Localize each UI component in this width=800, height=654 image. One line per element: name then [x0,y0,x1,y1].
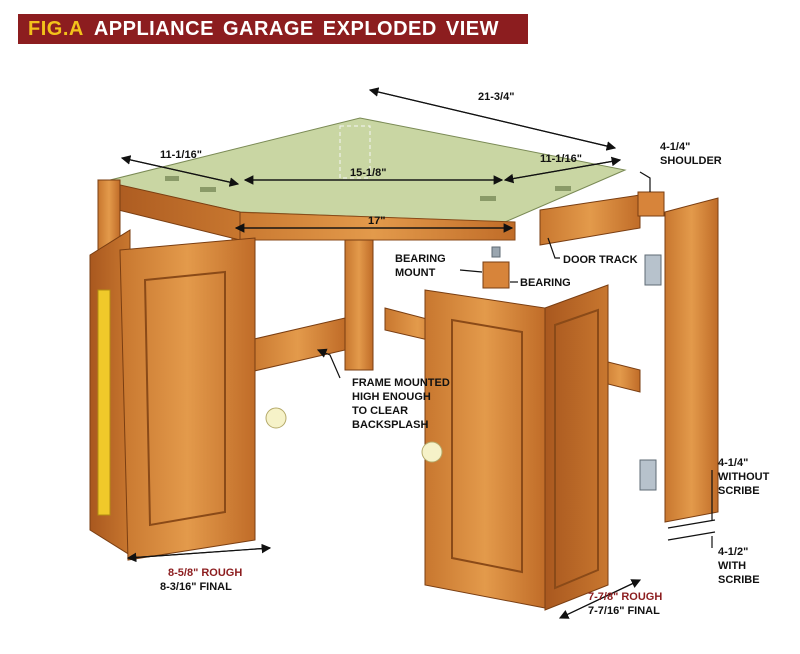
right-door-side [544,284,609,611]
dim-inner-span: 15-1/8" [350,167,386,179]
dim-left-depth: 11-1/16" [160,149,202,161]
figure-title-bar: FIG.A APPLIANCE GARAGE EXPLODED VIEW [18,14,528,44]
callout-frame-l1: FRAME MOUNTED [352,377,450,389]
dim-shoulder-label: SHOULDER [660,155,722,167]
dim-with-scribe-l1: WITH [718,560,746,572]
dim-left-door-rough: 8-5/8" ROUGH [168,567,242,579]
callout-frame-l3: TO CLEAR [352,405,408,417]
hinge-upper-icon [644,254,662,286]
door-track-block [539,191,665,246]
dim-without-scribe-l2: SCRIBE [718,485,760,497]
left-door [89,229,256,561]
callout-frame-l4: BACKSPLASH [352,419,428,431]
dim-right-door-rough: 7-7/8" ROUGH [588,591,662,603]
figure-title: APPLIANCE GARAGE EXPLODED VIEW [93,17,499,40]
dim-left-door-final: 8-3/16" FINAL [160,581,232,593]
dimension-lines [120,87,716,619]
callout-labels: DOOR TRACK BEARING MOUNT BEARING FRAME M… [352,253,638,431]
right-door-knob [421,441,443,463]
callout-bearing: BEARING [520,277,571,289]
dim-front-edge: 17" [368,215,385,227]
right-door-front [424,289,546,609]
dim-top-width: 21-3/4" [478,91,514,103]
left-door-knob [265,407,287,429]
right-side-panel [664,197,719,523]
callout-door-track: DOOR TRACK [563,254,638,266]
dim-with-scribe-value: 4-1/2" [718,546,748,558]
dim-with-scribe-l2: SCRIBE [718,574,760,586]
dim-shoulder-value: 4-1/4" [660,141,690,153]
callout-bearing-mount-l2: MOUNT [395,267,436,279]
dim-right-door-final: 7-7/16" FINAL [588,605,660,617]
callout-frame-l2: HIGH ENOUGH [352,391,431,403]
support-frame [249,239,374,373]
callout-bearing-mount-l1: BEARING [395,253,446,265]
dimension-labels: 21-3/4" 11-1/16" 11-1/16" 15-1/8" 17" 4-… [160,91,770,617]
dim-without-scribe-value: 4-1/4" [718,457,748,469]
figure-number: FIG.A [28,17,84,40]
dim-right-depth: 11-1/16" [540,153,582,165]
bearing-mount [482,246,510,289]
hinge-lower-icon [639,459,657,491]
dim-without-scribe-l1: WITHOUT [718,471,770,483]
